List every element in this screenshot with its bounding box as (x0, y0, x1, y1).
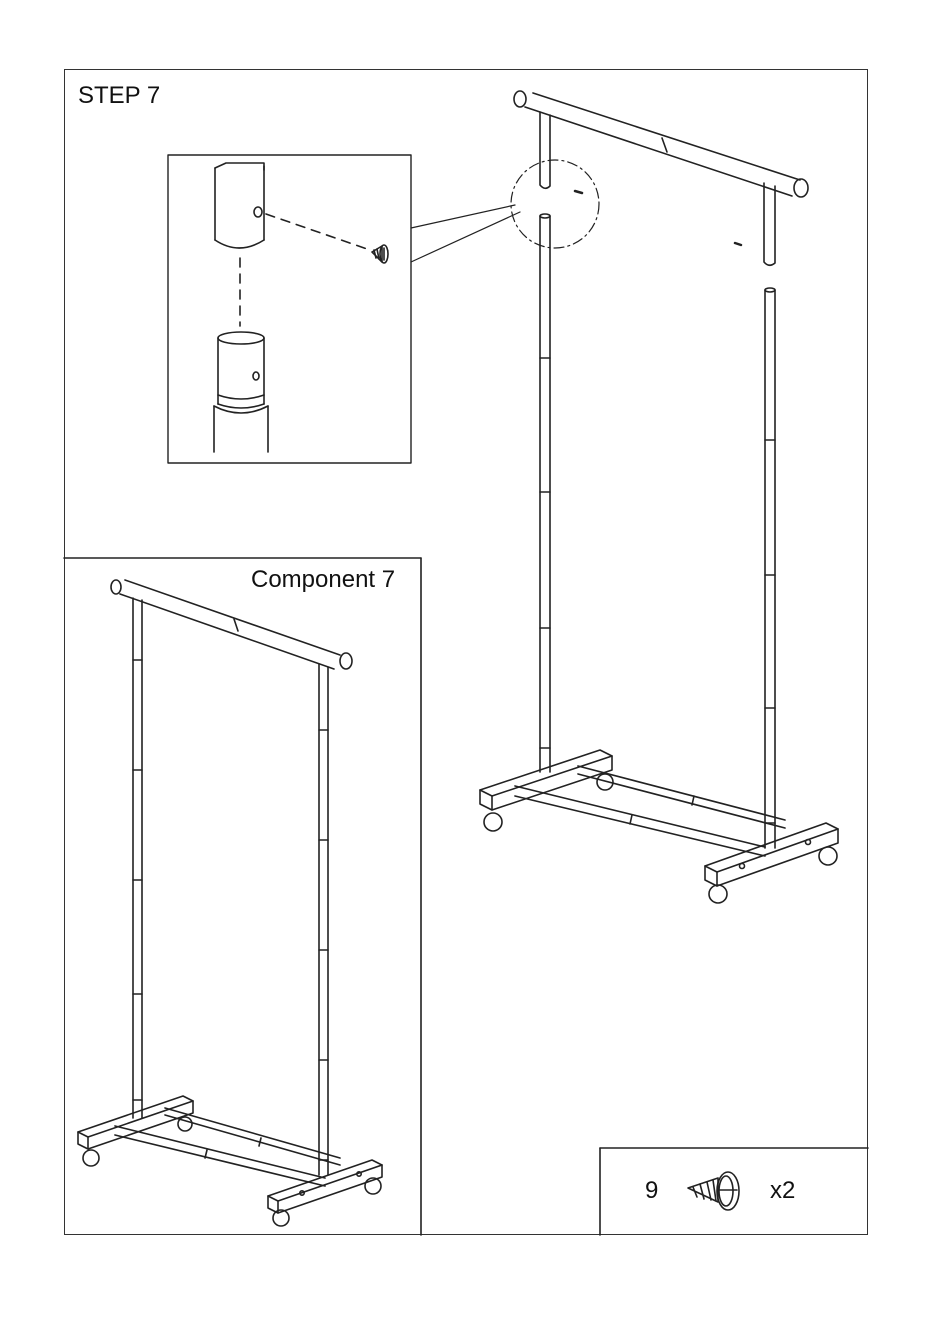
lower-tube-detail (214, 332, 268, 452)
component-front-foot (268, 1160, 382, 1226)
panel-dividers (64, 558, 868, 1235)
upper-tube-detail (215, 163, 264, 248)
component-rack (78, 580, 382, 1226)
callout-lines (411, 205, 520, 262)
upper-posts (540, 112, 775, 265)
component-title: Component 7 (251, 566, 395, 594)
part-quantity: x2 (770, 1177, 795, 1205)
right-lower-post (765, 288, 775, 848)
screw-icon (372, 245, 388, 263)
component-right-post (319, 664, 328, 1175)
detail-circle (511, 160, 599, 248)
left-lower-post (540, 214, 550, 772)
hanging-rail (514, 91, 808, 197)
parts-screw-icon (688, 1172, 739, 1210)
part-number: 9 (645, 1177, 658, 1205)
base-cross-bars (515, 766, 785, 856)
component-left-post (133, 598, 142, 1118)
back-base-foot (480, 750, 613, 831)
guide-lines (240, 214, 370, 326)
main-rack (480, 91, 838, 903)
front-base-foot (705, 823, 838, 903)
step-title: STEP 7 (78, 82, 160, 110)
component-cross-bars (115, 1108, 340, 1186)
detail-inset (168, 155, 411, 463)
